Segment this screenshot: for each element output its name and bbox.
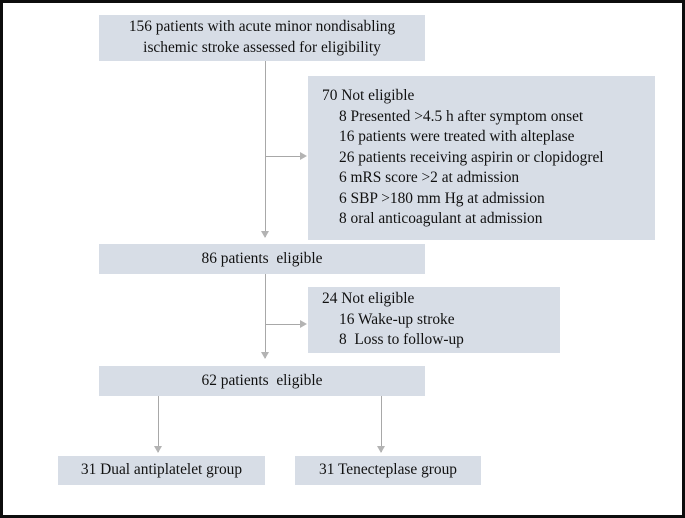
not-eligible-1-reason: 6 SBP >180 mm Hg at admission — [339, 189, 545, 207]
node-eligible-86: 86 patients eligible — [99, 244, 425, 274]
not-eligible-2-reason: 8 Loss to follow-up — [339, 331, 464, 349]
not-eligible-2-heading: 24 Not eligible — [322, 290, 415, 308]
node-group-dual-antiplatelet: 31 Dual antiplatelet group — [58, 456, 265, 485]
connector-eligible62-to-tnk-arrowhead — [377, 446, 385, 453]
node-eligible-62-label: 62 patients eligible — [201, 371, 323, 389]
not-eligible-1-reason: 6 mRS score >2 at admission — [339, 169, 520, 187]
connector-branch-not-eligible-2 — [265, 324, 302, 325]
connector-assessed-to-eligible86-arrowhead — [261, 231, 269, 238]
connector-eligible62-to-tnk — [381, 396, 382, 452]
connector-branch-not-eligible-2-arrowhead — [300, 320, 307, 328]
connector-eligible86-to-eligible62-trunk — [265, 274, 266, 358]
node-assessed-line-1: 156 patients with acute minor nondisabli… — [128, 18, 396, 36]
not-eligible-1-heading: 70 Not eligible — [322, 86, 415, 104]
node-not-eligible-1: 70 Not eligible 8 Presented >4.5 h after… — [308, 76, 655, 240]
connector-branch-not-eligible-1-arrowhead — [300, 152, 307, 160]
not-eligible-1-reason: 26 patients receiving aspirin or clopido… — [339, 148, 604, 166]
node-eligible-86-label: 86 patients eligible — [201, 249, 323, 267]
node-group-dual-antiplatelet-label: 31 Dual antiplatelet group — [80, 461, 243, 479]
node-assessed-for-eligibility: 156 patients with acute minor nondisabli… — [99, 15, 425, 61]
not-eligible-2-reason: 16 Wake-up stroke — [339, 310, 455, 328]
connector-branch-not-eligible-1 — [265, 156, 302, 157]
connector-eligible86-to-eligible62-arrowhead — [261, 352, 269, 359]
connector-assessed-to-eligible86-trunk — [265, 61, 266, 237]
node-assessed-line-2: ischemic stroke assessed for eligibility — [143, 39, 381, 56]
node-group-tenecteplase-label: 31 Tenecteplase group — [319, 461, 457, 479]
not-eligible-1-reason: 8 oral anticoagulant at admission — [339, 210, 543, 228]
node-eligible-62: 62 patients eligible — [99, 366, 425, 396]
not-eligible-1-reason: 16 patients were treated with alteplase — [339, 128, 575, 146]
node-group-tenecteplase: 31 Tenecteplase group — [295, 456, 481, 485]
not-eligible-1-reason: 8 Presented >4.5 h after symptom onset — [339, 107, 584, 125]
connector-eligible62-to-dapt-arrowhead — [154, 446, 162, 453]
connector-eligible62-to-dapt — [158, 396, 159, 452]
node-not-eligible-2: 24 Not eligible 16 Wake-up stroke 8 Loss… — [308, 287, 560, 353]
